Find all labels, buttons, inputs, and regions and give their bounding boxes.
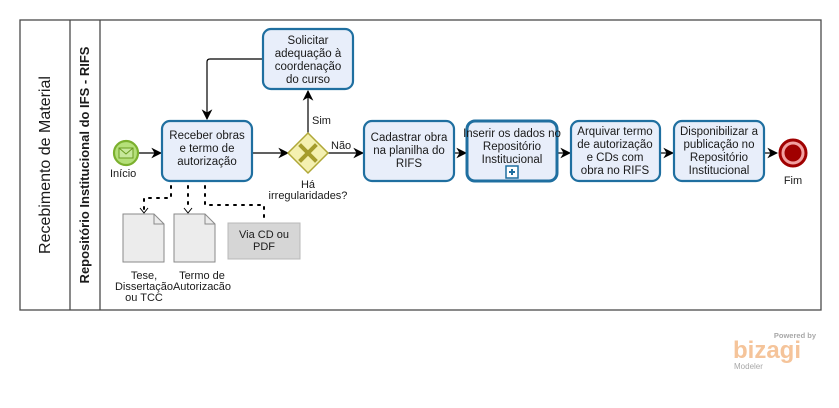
start-event-label: Início <box>110 168 136 180</box>
association-arrow-tese <box>139 207 149 214</box>
task-arquivar-line: Arquivar termo <box>577 126 652 138</box>
association-arrow-termo <box>183 207 193 214</box>
x-icon <box>298 143 318 163</box>
task-cadastrar-line: Cadastrar obra <box>371 132 448 144</box>
subprocess-inserir-line: Repositório <box>483 141 541 153</box>
task-arquivar-line: obra no RIFS <box>581 165 650 177</box>
data-object-termo-line: Termo de <box>179 270 225 282</box>
data-object-tese[interactable]: Tese, Dissertação ou TCC <box>115 213 173 304</box>
gateway-question-line: irregularidades? <box>269 190 348 202</box>
task-disponibilizar-line: publicação no <box>684 139 755 151</box>
data-object-termo-line: Autorizacão <box>173 281 231 293</box>
document-icon[interactable] <box>173 213 216 263</box>
task-solicitar-box[interactable] <box>261 27 355 91</box>
task-disponibilizar[interactable]: Disponibilizar a publicação no Repositór… <box>672 119 766 183</box>
subprocess-inserir[interactable]: Inserir os dados no Repositório Instituc… <box>463 119 561 183</box>
start-event-circle[interactable] <box>112 139 140 167</box>
annotation-via-line: PDF <box>253 241 275 253</box>
task-arquivar-line: e CDs com <box>587 152 644 164</box>
task-disponibilizar-box[interactable] <box>672 119 766 183</box>
gateway-no-label: Não <box>331 140 351 152</box>
task-solicitar-line: adequação à <box>275 48 342 60</box>
data-object-tese-line: Dissertação <box>115 281 173 293</box>
association-via <box>204 185 265 223</box>
task-disponibilizar-line: Disponibilizar a <box>680 126 759 138</box>
subprocess-inserir-line: Institucional <box>482 154 543 166</box>
document-icon[interactable] <box>122 213 165 263</box>
pool: Recebimento de Material Repositório Inst… <box>19 19 822 311</box>
lane-title: Repositório Institucional do IFS - RIFS <box>77 46 92 283</box>
data-object-termo[interactable]: Termo de Autorizacão <box>173 213 231 293</box>
data-object-tese-line: ou TCC <box>125 292 163 304</box>
document-fold <box>204 214 215 225</box>
task-solicitar[interactable]: Solicitar adequação à coordenação do cur… <box>261 27 355 91</box>
powered-by-text: Powered by <box>774 331 817 340</box>
task-arquivar-line: de autorização <box>577 139 652 151</box>
task-arquivar[interactable]: Arquivar termo de autorização e CDs com … <box>569 119 662 183</box>
task-disponibilizar-line: Institucional <box>689 165 750 177</box>
start-event[interactable]: Início <box>110 139 140 180</box>
expand-plus-icon[interactable] <box>505 165 519 179</box>
gateway-question-line: Há <box>301 179 316 191</box>
bizagi-logo: bizagi <box>733 337 801 364</box>
document-fold <box>153 214 164 225</box>
end-event-inner <box>784 144 802 162</box>
task-cadastrar-line: na planilha do <box>373 145 445 157</box>
task-cadastrar-box[interactable] <box>362 119 456 183</box>
task-receber-line: Receber obras <box>169 130 245 142</box>
modeler-text: Modeler <box>734 362 763 371</box>
task-receber-line: autorização <box>177 156 236 168</box>
pool-border <box>19 19 822 311</box>
task-receber-box[interactable] <box>160 119 254 183</box>
flow-solicitar-to-receber <box>201 58 263 121</box>
envelope-flap <box>118 147 134 155</box>
end-event[interactable]: Fim <box>778 138 808 187</box>
task-solicitar-line: coordenação <box>275 61 342 73</box>
exclusive-gateway[interactable]: Sim Não Há irregularidades? <box>269 115 352 202</box>
envelope-icon <box>118 147 134 159</box>
annotation-via-line: Via CD ou <box>239 229 289 241</box>
sequence-flows <box>139 58 779 159</box>
subprocess-inserir-line: Inserir os dados no <box>463 128 561 140</box>
data-object-tese-line: Tese, <box>131 270 157 282</box>
task-receber[interactable]: Receber obras e termo de autorização <box>160 119 254 183</box>
pool-title: Recebimento de Material <box>37 76 54 254</box>
end-event-label: Fim <box>784 175 802 187</box>
associations <box>139 185 265 223</box>
subprocess-inserir-box[interactable] <box>465 119 559 183</box>
association-tese <box>143 185 172 211</box>
annotation-via[interactable]: Via CD ou PDF <box>227 222 301 260</box>
task-solicitar-line: do curso <box>286 74 330 86</box>
annotation-box[interactable] <box>227 222 301 260</box>
bizagi-branding: Powered by bizagi Modeler <box>733 331 817 371</box>
task-solicitar-line: Solicitar <box>288 35 329 47</box>
task-arquivar-box[interactable] <box>569 119 662 183</box>
task-cadastrar[interactable]: Cadastrar obra na planilha do RIFS <box>362 119 456 183</box>
task-cadastrar-line: RIFS <box>396 158 423 170</box>
gateway-yes-label: Sim <box>312 115 331 127</box>
task-disponibilizar-line: Repositório <box>690 152 748 164</box>
task-receber-line: e termo de <box>180 143 235 155</box>
